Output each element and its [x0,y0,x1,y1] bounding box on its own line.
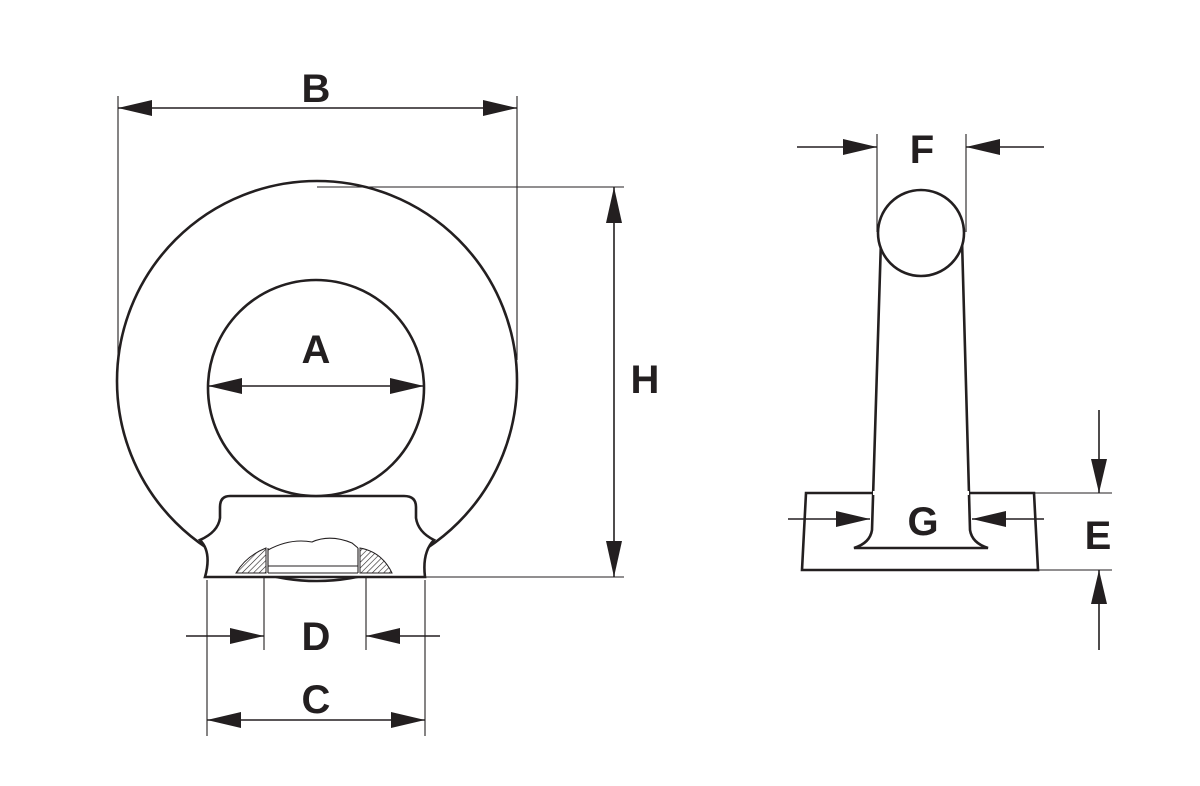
label-e: E [1085,514,1112,558]
side-view: F G E [788,128,1112,650]
label-h: H [631,358,660,402]
label-d: D [302,615,331,659]
side-ring-section [876,188,966,278]
thread-wave [267,537,359,551]
thread-section [235,537,393,574]
dimension-a: A [208,328,424,394]
dimension-f: F [797,128,1044,172]
front-view: B A H D C [115,67,659,736]
dimension-h: H [606,187,659,577]
ring-collar [197,494,437,579]
thread-hatch-left [235,547,267,574]
label-a: A [302,328,331,372]
label-c: C [302,678,331,722]
dimension-d: D [186,615,440,659]
dimension-e: E [1085,410,1112,650]
dimension-b: B [118,67,517,116]
label-f: F [910,128,934,172]
ring-inner-hole [206,278,426,498]
label-b: B [302,67,331,111]
thread-hatch-right [359,547,393,574]
side-shank [853,238,989,550]
label-g: G [907,500,938,544]
dimension-g: G [788,500,1044,544]
dimension-c: C [207,678,425,728]
